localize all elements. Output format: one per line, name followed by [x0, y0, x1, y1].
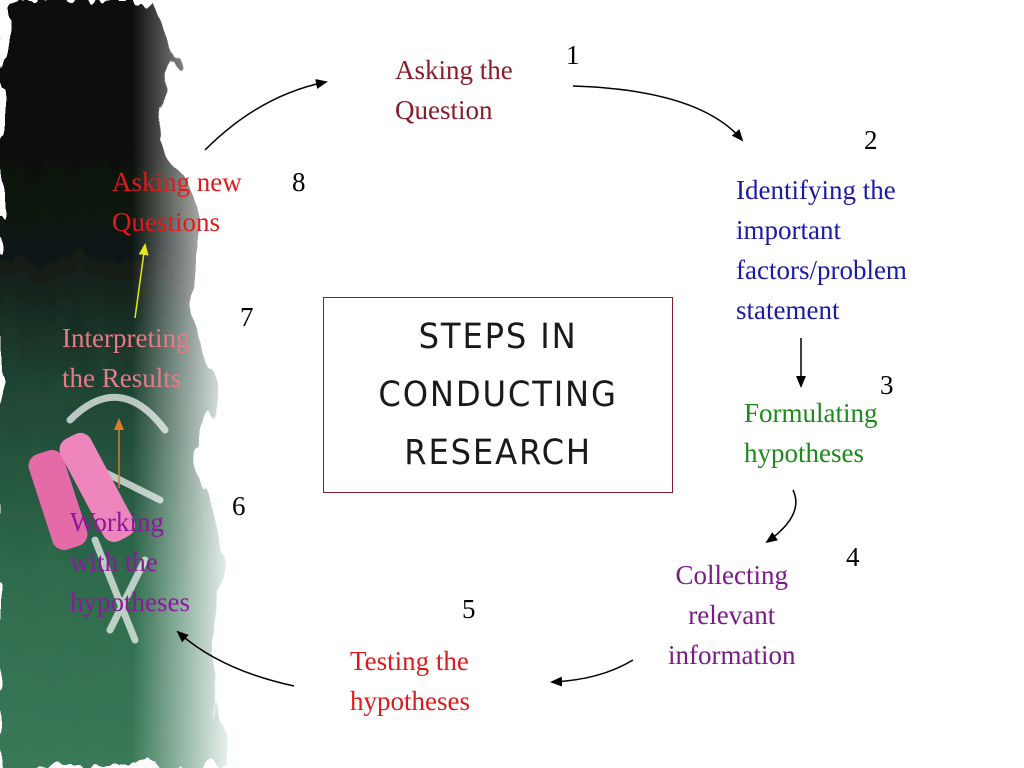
step-3-line: hypotheses — [744, 438, 864, 468]
title-line: STEPS IN — [418, 317, 578, 357]
diagram-title: STEPS IN CONDUCTING RESEARCH — [378, 308, 617, 482]
step-3-line: Formulating — [744, 398, 878, 428]
step-2-line: statement — [736, 295, 840, 325]
step-4-line: Collecting — [675, 560, 788, 590]
step-3-label: Formulating hypotheses — [744, 393, 878, 473]
step-2-line: important — [736, 215, 841, 245]
step-4-number: 4 — [846, 542, 860, 572]
title-box: STEPS IN CONDUCTING RESEARCH — [323, 297, 673, 493]
chalkboard-image — [0, 0, 240, 768]
step-2-label: Identifying the important factors/proble… — [736, 170, 907, 330]
step-6-label: Working with the hypotheses — [70, 502, 190, 622]
arrow-3-to-4 — [765, 489, 797, 544]
step-1-line: Asking the — [395, 55, 513, 85]
arrow-7-to-8 — [134, 243, 149, 319]
step-7-number: 7 — [240, 302, 254, 332]
step-2-line: Identifying the — [736, 175, 896, 205]
step-7-line: Interpreting — [62, 323, 190, 353]
step-1-label: Asking the Question — [395, 50, 513, 130]
step-5-number: 5 — [462, 594, 476, 624]
step-4-label: Collecting relevant information — [668, 555, 795, 675]
step-2-number: 2 — [864, 125, 878, 155]
title-line: CONDUCTING — [378, 375, 618, 415]
arrow-5-to-6 — [176, 630, 295, 687]
step-4-line: relevant — [688, 600, 776, 630]
step-5-line: Testing the — [350, 646, 469, 676]
step-6-number: 6 — [232, 491, 246, 521]
step-8-line: Asking new — [112, 167, 242, 197]
step-3-number: 3 — [880, 370, 894, 400]
step-5-line: hypotheses — [350, 686, 470, 716]
step-4-line: information — [668, 640, 796, 670]
step-7-line: the Results — [62, 363, 182, 393]
step-6-line: with the — [70, 547, 158, 577]
arrow-8-to-1 — [204, 79, 328, 151]
step-6-line: hypotheses — [70, 587, 190, 617]
arrow-4-to-5 — [550, 659, 634, 687]
step-7-label: Interpreting the Results — [62, 318, 189, 398]
step-8-line: Questions — [112, 207, 220, 237]
title-line: RESEARCH — [404, 433, 592, 473]
step-2-line: factors/problem — [736, 255, 907, 285]
step-1-number: 1 — [566, 40, 580, 70]
step-6-line: Working — [70, 507, 164, 537]
step-5-label: Testing the hypotheses — [350, 641, 470, 721]
arrow-1-to-2 — [572, 85, 744, 142]
step-1-line: Question — [395, 95, 493, 125]
step-8-label: Asking new Questions — [112, 162, 242, 242]
step-8-number: 8 — [292, 167, 306, 197]
